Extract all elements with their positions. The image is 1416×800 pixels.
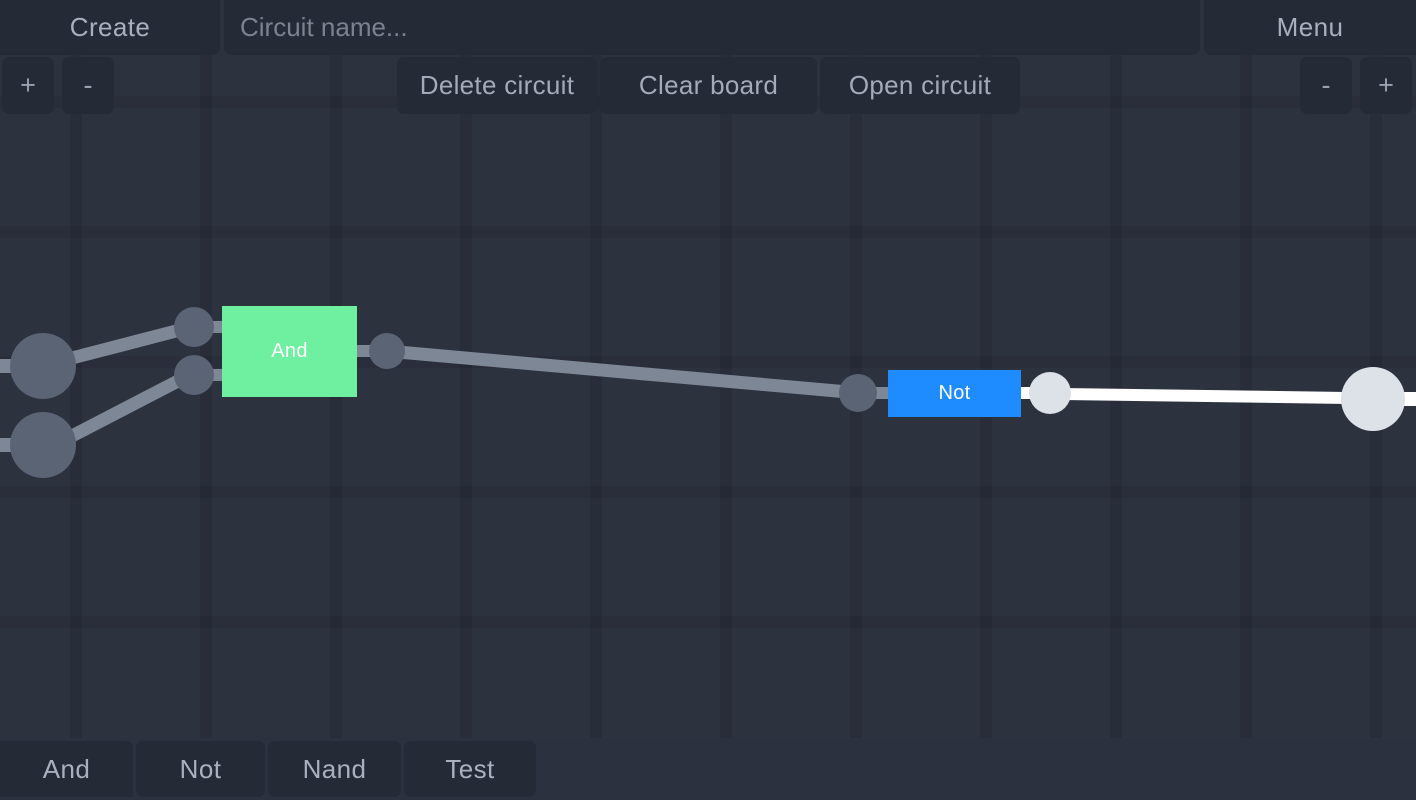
zoom-in-icon[interactable]: +	[2, 57, 54, 114]
circuit-node[interactable]	[369, 333, 405, 369]
clear-board-button[interactable]: Clear board	[600, 57, 817, 114]
gate-and[interactable]: And	[222, 306, 357, 397]
palette-item-test[interactable]: Test	[404, 741, 536, 797]
circuit-node[interactable]	[1341, 367, 1405, 431]
wire[interactable]	[69, 374, 183, 442]
wire[interactable]	[70, 323, 182, 365]
circuit-node[interactable]	[839, 374, 877, 412]
delete-circuit-button[interactable]: Delete circuit	[397, 57, 597, 114]
palette-item-nand[interactable]: Nand	[268, 741, 401, 797]
zoom-out-icon[interactable]: -	[62, 57, 114, 114]
zoom-out-right-icon[interactable]: -	[1300, 57, 1352, 114]
gate-label: Not	[938, 382, 971, 404]
circuit-node[interactable]	[174, 307, 214, 347]
circuit-node[interactable]	[174, 355, 214, 395]
circuit-name-input[interactable]	[224, 0, 1200, 55]
circuit-node[interactable]	[1029, 372, 1071, 414]
gate-palette-bar: And Not Nand Test	[0, 738, 1416, 800]
open-circuit-button[interactable]: Open circuit	[820, 57, 1020, 114]
wire[interactable]	[1061, 388, 1349, 404]
create-button[interactable]: Create	[0, 0, 220, 55]
wire[interactable]	[397, 345, 849, 399]
top-bar: Create Menu	[0, 0, 1416, 55]
zoom-in-right-icon[interactable]: +	[1360, 57, 1412, 114]
menu-button[interactable]: Menu	[1204, 0, 1416, 55]
circuit-node[interactable]	[10, 333, 76, 399]
gate-label: And	[271, 340, 308, 362]
secondary-toolbar: + - Delete circuit Clear board Open circ…	[0, 57, 1416, 114]
palette-item-and[interactable]: And	[0, 741, 133, 797]
circuit-node[interactable]	[10, 412, 76, 478]
palette-item-not[interactable]: Not	[136, 741, 265, 797]
gate-not[interactable]: Not	[888, 370, 1021, 417]
